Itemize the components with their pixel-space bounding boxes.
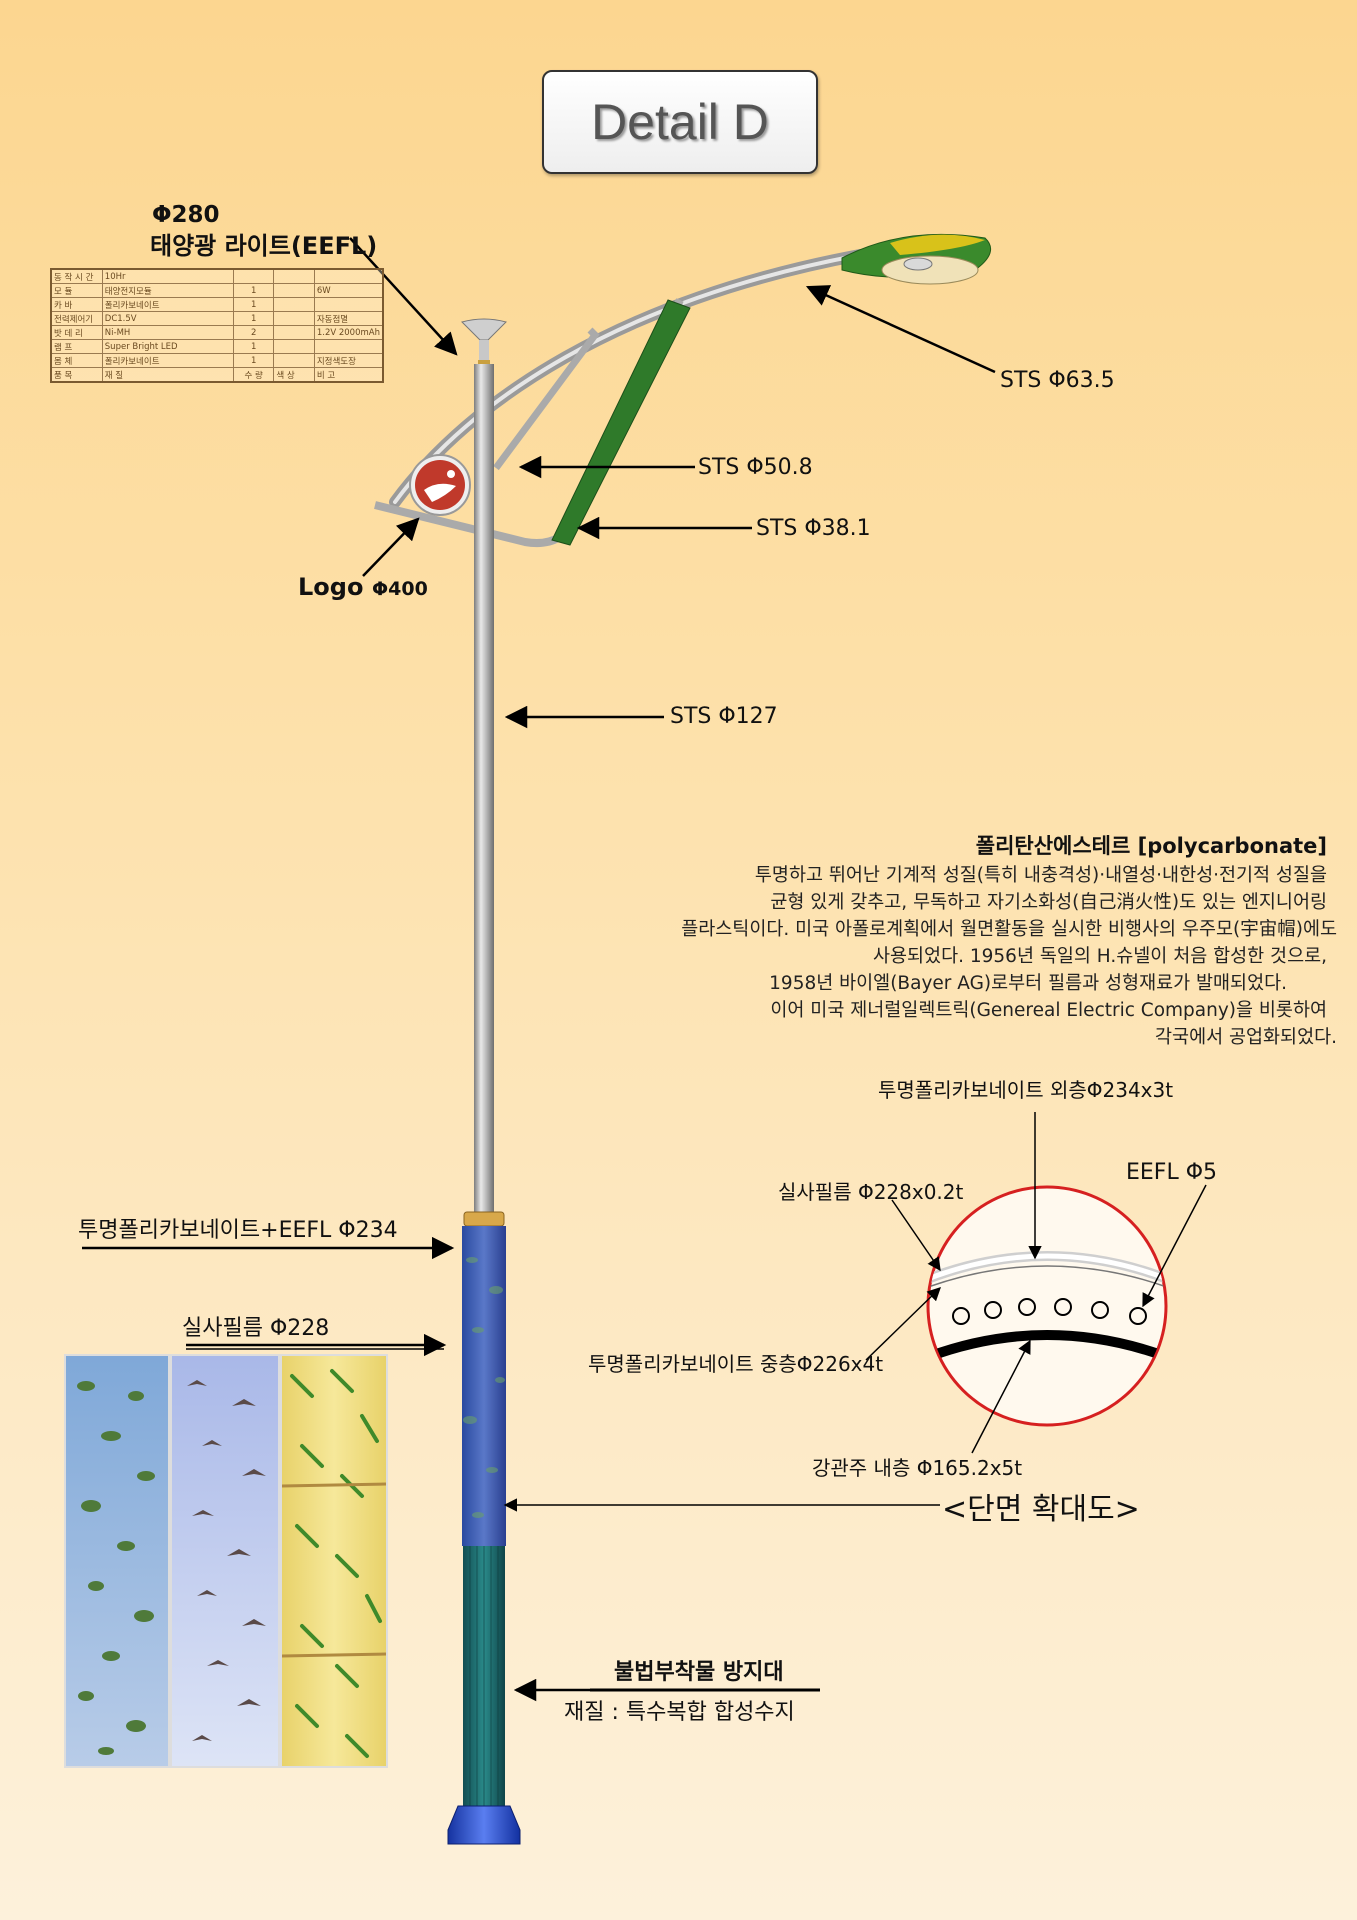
pole-cap xyxy=(461,318,507,341)
green-fin xyxy=(551,299,691,546)
spec-cell-color xyxy=(273,283,315,298)
spec-cell-material: Super Bright LED xyxy=(101,339,234,354)
spec-cell-qty: 1 xyxy=(232,283,275,298)
section-film-label: 실사필름 Φ228x0.2t xyxy=(778,1180,964,1204)
polycarbonate-line: 이어 미국 제너럴일렉트릭(Genereal Electric Company)… xyxy=(770,1000,1327,1021)
pattern-swatch-birds xyxy=(170,1354,280,1768)
spec-cell-material: 폴리카보네이트 xyxy=(101,353,234,368)
label-logo: Logo xyxy=(298,573,364,601)
spec-cell-item: 카 바 xyxy=(50,297,103,312)
lamp-name-label: 태양광 라이트(EEFL) xyxy=(150,232,378,260)
polycarbonate-line: 균형 있게 갖추고, 무독하고 자기소화성(自己消火性)도 있는 엔지니어링 xyxy=(770,892,1327,913)
spec-cell-qty: 1 xyxy=(232,353,275,368)
spec-cell-qty: 1 xyxy=(232,339,275,354)
section-inner-label: 강관주 내층 Φ165.2x5t xyxy=(812,1456,1023,1480)
spec-cell-item: 밧 데 리 xyxy=(50,325,103,340)
label-sts-50-8: STS Φ50.8 xyxy=(698,455,813,480)
polycarbonate-line: 투명하고 뛰어난 기계적 성질(특히 내충격성)·내열성·내한성·전기적 성질을 xyxy=(754,865,1327,886)
pole-sts-127 xyxy=(474,364,494,1214)
spec-cell-material: 태양전지모듈 xyxy=(101,283,234,298)
section-middle-label: 투명폴리카보네이트 중층Φ226x4t xyxy=(588,1352,884,1376)
spec-cell-material: DC1.5V xyxy=(101,311,234,326)
spec-cell-item: 전력제어기 xyxy=(50,311,103,326)
spec-cell-note: 1.2V 2000mAh xyxy=(313,325,384,340)
spec-cell-note: 자동점멸 xyxy=(313,311,384,326)
lamp-diameter-label: Φ280 xyxy=(152,202,220,228)
polycarbonate-line: 사용되었다. 1956년 독일의 H.슈넬이 처음 합성한 것으로, xyxy=(873,946,1327,967)
section-eefl-label: EEFL Φ5 xyxy=(1126,1160,1218,1185)
spec-cell-note: 6W xyxy=(313,283,384,298)
spec-cell-color xyxy=(273,311,315,326)
spec-cell-color xyxy=(273,268,315,284)
spec-cell-item: 동 작 시 간 xyxy=(50,268,103,284)
label-anti-poster-title: 불법부착물 방지대 xyxy=(614,1660,784,1685)
label-logo-diameter: Φ400 xyxy=(372,578,428,600)
spec-cell-color xyxy=(273,353,315,368)
section-leaders xyxy=(865,1112,1207,1454)
polycarbonate-line: 플라스틱이다. 미국 아폴로계획에서 월면활동을 실시한 비행사의 우주모(宇宙… xyxy=(681,919,1337,940)
spec-cell-color xyxy=(273,339,315,354)
polycarbonate-line: 각국에서 공업화되었다. xyxy=(1155,1027,1337,1048)
pattern-swatch-bamboo xyxy=(280,1354,388,1768)
logo-disk xyxy=(409,454,471,516)
cross-section-detail xyxy=(926,1185,1168,1427)
spec-cell-note: 지정색도장 xyxy=(313,353,384,368)
pattern-swatch-leaves xyxy=(64,1354,170,1768)
spec-cell-note xyxy=(313,297,384,312)
spec-cell-material: 재 질 xyxy=(101,367,234,383)
spec-cell-note xyxy=(313,339,384,354)
spec-cell-qty xyxy=(232,268,275,284)
spec-cell-material: Ni-MH xyxy=(101,325,234,340)
spec-cell-color xyxy=(273,297,315,312)
pole-base xyxy=(447,1805,521,1845)
spec-cell-item: 품 목 xyxy=(50,367,103,383)
spec-cell-color: 색 상 xyxy=(273,367,315,383)
label-pc-eefl: 투명폴리카보네이트+EEFL Φ234 xyxy=(78,1218,398,1243)
spec-cell-color xyxy=(273,325,315,340)
spec-cell-qty: 2 xyxy=(232,325,275,340)
spec-cell-note: 비 고 xyxy=(313,367,384,383)
label-anti-poster-material: 재질 : 특수복합 합성수지 xyxy=(564,1700,795,1725)
spec-cell-item: 램 프 xyxy=(50,339,103,354)
polycarbonate-title: 폴리탄산에스테르 [polycarbonate] xyxy=(975,834,1327,858)
section-caption: <단면 확대도> xyxy=(942,1492,1140,1527)
spec-cell-material: 10Hr xyxy=(101,268,234,284)
spec-cell-qty: 1 xyxy=(232,297,275,312)
label-film-228: 실사필름 Φ228 xyxy=(182,1316,330,1341)
section-outer-label: 투명폴리카보네이트 외층Φ234x3t xyxy=(878,1078,1174,1102)
spec-cell-qty: 수 량 xyxy=(232,367,275,383)
spec-cell-material: 폴리카보네이트 xyxy=(101,297,234,312)
label-sts-38-1: STS Φ38.1 xyxy=(756,516,871,541)
label-sts-127: STS Φ127 xyxy=(670,704,778,729)
lamp-head xyxy=(841,233,992,285)
polycarbonate-description: 투명하고 뛰어난 기계적 성질(특히 내충격성)·내열성·내한성·전기적 성질을… xyxy=(517,862,1337,1051)
spec-cell-item: 모 듈 xyxy=(50,283,103,298)
spec-cell-item: 몸 체 xyxy=(50,353,103,368)
label-sts-63-5: STS Φ63.5 xyxy=(1000,368,1115,393)
polycarbonate-line: 1958년 바이엘(Bayer AG)로부터 필름과 성형재료가 발매되었다. xyxy=(769,973,1287,994)
pole-sleeve-pattern xyxy=(462,1226,506,1546)
page-title: Detail D xyxy=(542,70,818,174)
spec-cell-note xyxy=(313,268,384,284)
spec-cell-qty: 1 xyxy=(232,311,275,326)
